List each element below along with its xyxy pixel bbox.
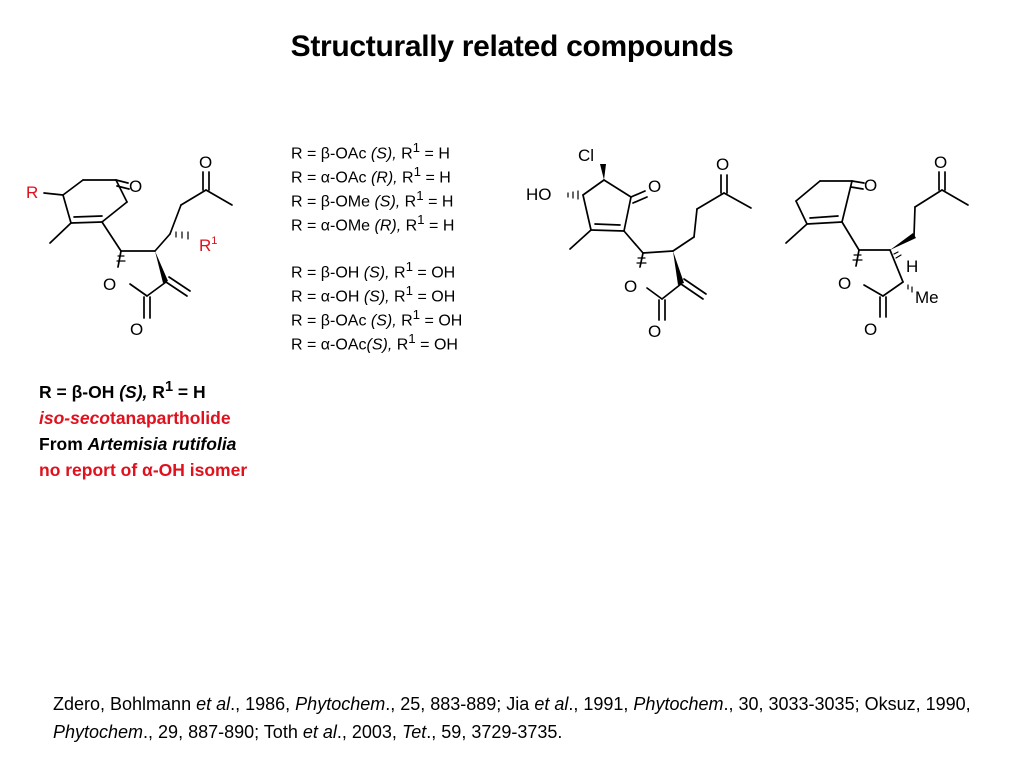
structure-1: R O O R1 O O [26,153,233,339]
substituent-variants: R = β-OAc (S), R1 = H R = α-OAc (R), R1 … [291,136,463,354]
compound-source: From Artemisia rutifolia [39,433,237,454]
ring-oxygen: O [624,277,637,296]
r1-label: R1 [199,235,217,255]
variant-row: R = α-OH (S), R1 = OH [291,283,456,306]
lactone-oxygen: O [130,320,143,339]
hydroxyl-label: HO [526,185,552,204]
variant-row: R = β-OH (S), R1 = OH [291,259,456,282]
variant-row: R = α-OAc (R), R1 = H [291,164,451,187]
ring-oxygen: O [103,275,116,294]
compound-name: iso-secotanapartholide [39,407,231,428]
lactone-oxygen: O [864,320,877,339]
methyl-label: Me [915,288,939,307]
side-chain-oxygen: O [934,153,947,172]
lactone-oxygen: O [648,322,661,341]
ring-oxygen: O [838,274,851,293]
isomer-note: no report of α-OH isomer [39,459,248,480]
structure-2: Cl HO O O O O [526,146,752,341]
r-label: R [26,183,38,202]
references: Zdero, Bohlmann et al., 1986, Phytochem.… [53,694,971,742]
chlorine-label: Cl [578,146,594,165]
ketone-oxygen: O [864,176,877,195]
page-title: Structurally related compounds [290,30,734,63]
variant-row: R = α-OMe (R), R1 = H [291,212,455,235]
variant-row: R = α-OAc(S), R1 = OH [291,331,458,354]
compound-info: R = β-OH (S), R1 = H iso-secotanaparthol… [39,374,247,483]
hydrogen-label: H [906,257,918,276]
side-chain-oxygen: O [716,155,729,174]
structure-3: O O O O H Me [785,153,969,339]
ketone-oxygen: O [648,177,661,196]
side-chain-oxygen: O [199,153,212,172]
variant-row: R = β-OAc (S), R1 = H [291,140,450,163]
info-substituents: R = β-OH (S), R1 = H [39,379,206,402]
variant-row: R = β-OAc (S), R1 = OH [291,307,463,330]
ketone-oxygen: O [129,177,142,196]
variant-row: R = β-OMe (S), R1 = H [291,188,454,211]
